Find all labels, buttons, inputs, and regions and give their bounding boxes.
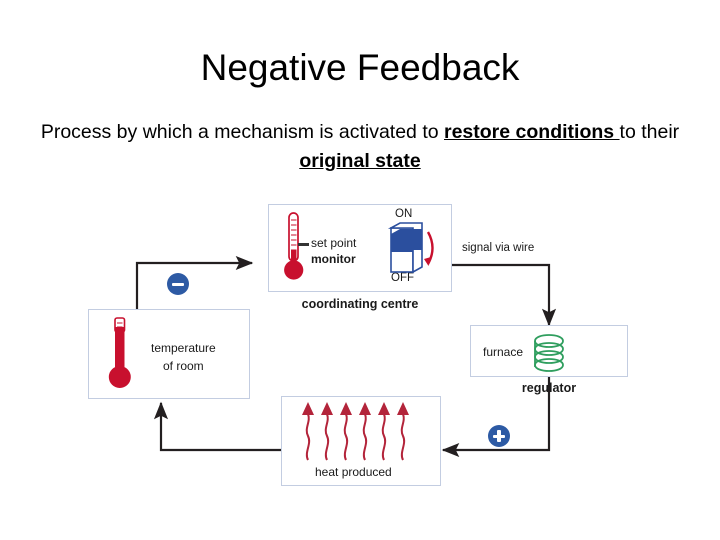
label-regulator: regulator xyxy=(521,381,577,395)
furnace-coil-icon xyxy=(534,334,564,372)
label-coordinating-centre: coordinating centre xyxy=(301,297,419,311)
label-furnace: furnace xyxy=(483,345,524,359)
label-monitor: monitor xyxy=(311,252,356,266)
label-set-point: set point xyxy=(311,236,357,250)
arrow-centre-to-regulator xyxy=(452,263,557,327)
subtitle-part-2: restore conditions xyxy=(444,121,620,143)
negative-feedback-diagram: set point monitor ON OFF coordinating ce… xyxy=(0,185,720,515)
room-thermometer-icon xyxy=(108,317,131,388)
plus-glyph-vertical xyxy=(497,430,501,442)
minus-badge xyxy=(167,273,189,295)
heat-wave-arrows-icon xyxy=(302,402,409,461)
box-regulator[interactable]: furnace xyxy=(470,325,628,377)
arrow-regulator-to-heat xyxy=(441,377,551,458)
subtitle-part-4: original state xyxy=(299,150,421,172)
subtitle-part-1: Process by which a mechanism is activate… xyxy=(40,121,444,143)
page-title: Negative Feedback xyxy=(200,47,520,88)
switch-on-label: ON xyxy=(395,208,413,220)
slide-subtitle: Process by which a mechanism is activate… xyxy=(38,118,682,176)
box-heat-produced[interactable]: heat produced xyxy=(281,396,441,486)
minus-glyph xyxy=(172,282,184,286)
subtitle-part-3: to their xyxy=(619,121,680,143)
arrow-heat-to-room xyxy=(153,401,281,452)
label-signal-via-wire: signal via wire xyxy=(462,242,535,254)
plus-badge xyxy=(488,425,510,447)
switch-off-label: OFF xyxy=(391,272,414,284)
label-temperature: temperature xyxy=(151,341,216,355)
box-temperature-of-room[interactable]: temperature of room xyxy=(88,309,250,399)
set-point-pointer-icon xyxy=(298,243,309,246)
label-heat-produced: heat produced xyxy=(315,465,392,479)
box-coordinating-centre[interactable]: set point monitor ON OFF xyxy=(268,204,452,292)
on-off-switch-icon[interactable] xyxy=(387,222,443,276)
label-of-room: of room xyxy=(163,359,204,373)
thermometer-set-point-icon xyxy=(284,212,304,280)
